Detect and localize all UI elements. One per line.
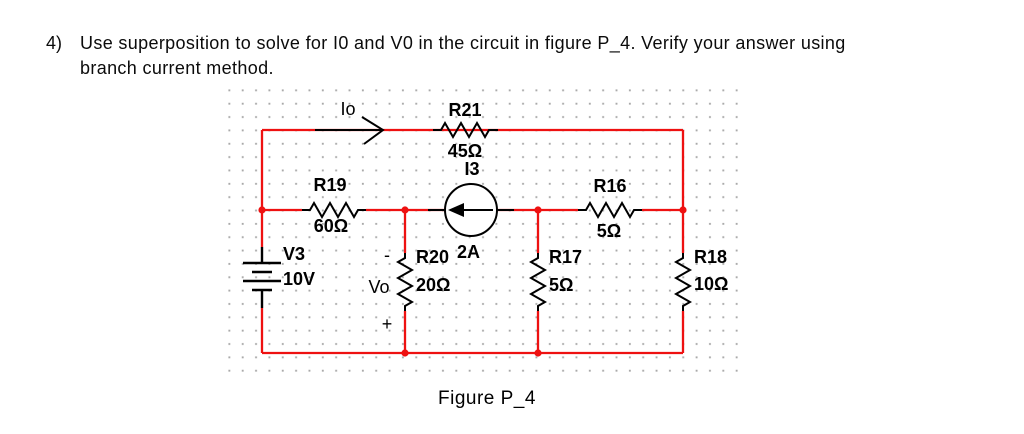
battery-v3 — [243, 247, 281, 308]
problem-statement: Use superposition to solve for I0 and V0… — [80, 31, 990, 81]
resistor-r18 — [673, 253, 693, 311]
r16-value-label: 5Ω — [597, 221, 621, 241]
r21-ref-label: R21 — [448, 100, 481, 120]
source-arrow-head — [448, 203, 464, 217]
vo-plus-sign: + — [382, 314, 393, 334]
source-value-label: 2A — [457, 242, 480, 262]
r19-ref-label: R19 — [313, 175, 346, 195]
problem-number: 4) — [46, 33, 63, 53]
junction-dots — [258, 206, 687, 357]
io-current-arrow — [315, 116, 385, 145]
resistor-r17 — [528, 253, 548, 311]
circuit-components — [243, 116, 693, 311]
source-ref-label: I3 — [464, 159, 479, 179]
io-arrow-label: Io — [340, 99, 355, 119]
junction-dot — [534, 349, 542, 357]
resistor-r16 — [578, 200, 642, 220]
r17-value-label: 5Ω — [549, 275, 573, 295]
io-arrow-head — [361, 116, 385, 145]
r21-value-label: 45Ω — [448, 141, 482, 161]
resistor-r20 — [395, 253, 415, 311]
vo-label: Vo — [368, 277, 389, 297]
vo-minus-sign: - — [384, 245, 390, 265]
v3-value-label: 10V — [283, 269, 315, 289]
resistor-r21 — [433, 120, 498, 140]
resistor-r19 — [302, 200, 366, 220]
r19-value-label: 60Ω — [314, 216, 348, 236]
junction-dot — [401, 206, 409, 214]
junction-dot — [401, 349, 409, 357]
junction-dot — [534, 206, 542, 214]
junction-dot — [679, 206, 687, 214]
circuit-labels: Io R21 45Ω I3 2A R19 60Ω R16 5Ω V3 10V -… — [283, 99, 728, 334]
r20-value-label: 20Ω — [416, 275, 450, 295]
r16-ref-label: R16 — [593, 176, 626, 196]
r20-ref-label: R20 — [416, 247, 449, 267]
current-source-i3 — [428, 183, 514, 237]
junction-dot — [258, 206, 266, 214]
v3-ref-label: V3 — [283, 244, 305, 264]
figure-caption: Figure P_4 — [438, 388, 536, 409]
r17-ref-label: R17 — [549, 247, 582, 267]
problem-text-line1: Use superposition to solve for I0 and V0… — [80, 33, 846, 53]
r18-ref-label: R18 — [694, 247, 727, 267]
r18-value-label: 10Ω — [694, 274, 728, 294]
problem-text-line2: branch current method. — [80, 58, 274, 78]
